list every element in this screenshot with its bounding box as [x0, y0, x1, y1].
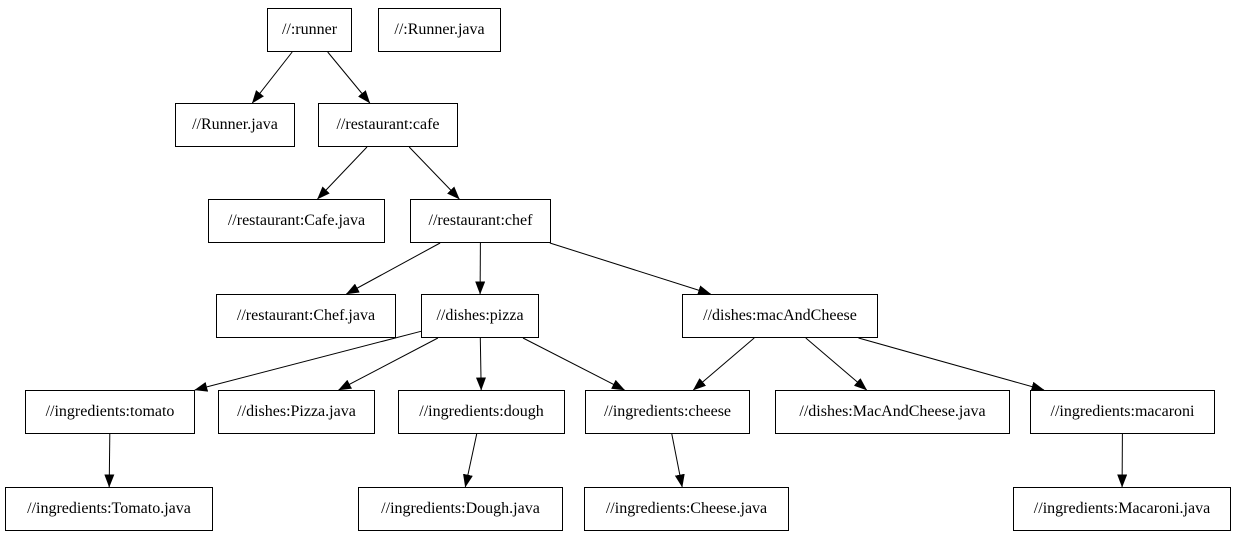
graph-node-label: //dishes:pizza	[436, 307, 524, 324]
graph-edge-target-dishes-mac-and-cheese-to-file-dishes-mac-and-cheese-java	[805, 337, 868, 391]
graph-node-target-restaurant-cafe: //restaurant:cafe	[318, 103, 458, 147]
graph-edge-target-dishes-mac-and-cheese-to-target-ingredients-cheese	[692, 337, 755, 391]
graph-node-label: //restaurant:cafe	[336, 116, 440, 133]
graph-node-target-dishes-pizza: //dishes:pizza	[421, 294, 539, 338]
graph-node-file-ingredients-cheese-java: //ingredients:Cheese.java	[584, 487, 789, 531]
graph-edge-target-restaurant-chef-to-file-restaurant-chef-java	[345, 242, 441, 295]
graph-node-label: //dishes:macAndCheese	[703, 307, 857, 324]
graph-node-label: //ingredients:Dough.java	[381, 500, 540, 517]
graph-node-label: //ingredients:macaroni	[1050, 403, 1195, 420]
graph-node-label: //ingredients:Tomato.java	[27, 500, 191, 517]
graph-edge-target-dishes-pizza-to-target-ingredients-dough	[475, 337, 486, 391]
graph-node-label: //dishes:MacAndCheese.java	[799, 403, 986, 420]
graph-node-target-ingredients-cheese: //ingredients:cheese	[585, 390, 750, 434]
graph-node-file-restaurant-chef-java: //restaurant:Chef.java	[216, 294, 396, 338]
graph-edge-target-restaurant-cafe-to-file-restaurant-cafe-java	[317, 146, 368, 200]
graph-node-label: //ingredients:Cheese.java	[605, 500, 768, 517]
graph-node-label: //Runner.java	[192, 116, 278, 133]
graph-node-target-ingredients-macaroni: //ingredients:macaroni	[1030, 390, 1215, 434]
graph-node-target-dishes-mac-and-cheese: //dishes:macAndCheese	[682, 294, 878, 338]
graph-edge-target-dishes-pizza-to-target-ingredients-tomato	[194, 330, 422, 392]
graph-edge-target-dishes-mac-and-cheese-to-target-ingredients-macaroni	[858, 337, 1045, 392]
graph-edge-target-runner-to-file-runner-java	[251, 51, 293, 104]
graph-node-file-dishes-mac-and-cheese-java: //dishes:MacAndCheese.java	[775, 390, 1010, 434]
graph-node-label: //ingredients:Macaroni.java	[1033, 500, 1211, 517]
graph-node-label: //dishes:Pizza.java	[237, 403, 356, 420]
graph-node-label: //restaurant:chef	[428, 212, 533, 229]
graph-node-label: //restaurant:Chef.java	[236, 307, 376, 324]
graph-node-label: //restaurant:Cafe.java	[227, 212, 366, 229]
graph-node-target-ingredients-dough: //ingredients:dough	[398, 390, 565, 434]
graph-node-target-restaurant-chef: //restaurant:chef	[410, 199, 551, 243]
graph-node-file-ingredients-tomato-java: //ingredients:Tomato.java	[5, 487, 213, 531]
graph-node-target-ingredients-tomato: //ingredients:tomato	[25, 390, 195, 434]
graph-node-label: //ingredients:cheese	[603, 403, 732, 420]
graph-node-label: //:runner	[281, 21, 338, 38]
graph-edge-target-restaurant-chef-to-target-dishes-mac-and-cheese	[549, 242, 712, 295]
graph-edge-target-dishes-pizza-to-target-ingredients-cheese	[522, 337, 625, 391]
graph-node-file-dishes-pizza-java: //dishes:Pizza.java	[218, 390, 375, 434]
graph-edge-target-ingredients-cheese-to-file-ingredients-cheese-java	[671, 433, 685, 488]
graph-node-file-restaurant-cafe-java: //restaurant:Cafe.java	[208, 199, 385, 243]
graph-node-file-ingredients-dough-java: //ingredients:Dough.java	[358, 487, 563, 531]
graph-node-label: //ingredients:dough	[419, 403, 544, 420]
graph-node-file-ingredients-macaroni-java: //ingredients:Macaroni.java	[1013, 487, 1231, 531]
graph-node-file-runner-java: //Runner.java	[175, 103, 295, 147]
graph-node-file-root-runner-java: //:Runner.java	[378, 8, 501, 52]
graph-node-label: //ingredients:tomato	[45, 403, 175, 420]
graph-node-target-runner: //:runner	[267, 8, 352, 52]
graph-edge-target-dishes-pizza-to-file-dishes-pizza-java	[338, 337, 439, 391]
graph-node-label: //:Runner.java	[394, 21, 485, 38]
graph-edge-target-runner-to-target-restaurant-cafe	[327, 51, 371, 104]
graph-edge-target-restaurant-cafe-to-target-restaurant-chef	[408, 146, 460, 200]
graph-edge-target-ingredients-tomato-to-file-ingredients-tomato-java	[104, 433, 115, 488]
graph-edge-target-ingredients-dough-to-file-ingredients-dough-java	[463, 433, 478, 488]
